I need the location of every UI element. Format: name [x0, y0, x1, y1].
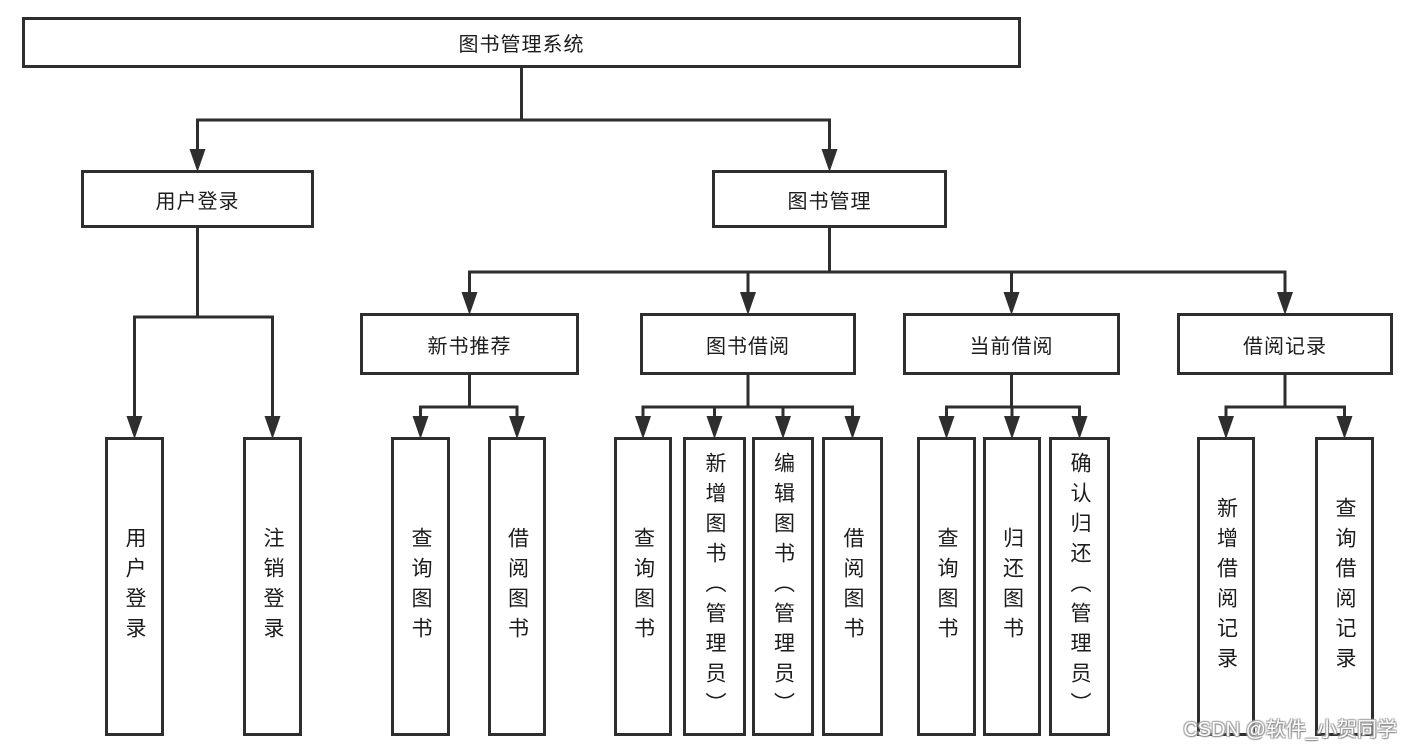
leaf-borrow-borrow-books: 借阅图书	[822, 437, 883, 736]
leaf-current-confirm-return-admin: 确认归还（管理员）	[1049, 437, 1110, 736]
node-current-borrow-label: 当前借阅	[969, 335, 1054, 358]
node-current-borrow: 当前借阅	[903, 313, 1120, 375]
leaf-current-return-books: 归还图书	[983, 437, 1041, 736]
leaf-user-login: 用户登录	[105, 437, 164, 736]
leaf-current-confirm-return-admin-label: 确认归还（管理员）	[1068, 451, 1091, 722]
leaf-borrow-edit-books-admin-label: 编辑图书（管理员）	[771, 451, 795, 722]
leaf-borrow-add-books-admin: 新增图书（管理员）	[683, 437, 746, 736]
node-borrow-records: 借阅记录	[1177, 313, 1393, 375]
leaf-borrow-add-books-admin-label: 新增图书（管理员）	[703, 451, 726, 722]
node-user-login: 用户登录	[81, 170, 314, 228]
leaf-records-query-record-label: 查询借阅记录	[1333, 496, 1356, 677]
leaf-borrow-query-books-label: 查询图书	[631, 526, 655, 647]
leaf-records-add-record-label: 新增借阅记录	[1214, 496, 1238, 677]
leaf-logout-label: 注销登录	[261, 526, 284, 647]
node-user-login-label: 用户登录	[155, 190, 240, 213]
leaf-borrow-edit-books-admin: 编辑图书（管理员）	[752, 437, 814, 736]
leaf-current-query-books: 查询图书	[917, 437, 976, 736]
leaf-newrec-query-books: 查询图书	[391, 437, 450, 736]
csdn-watermark: CSDN @软件_小贺同学	[1183, 713, 1397, 742]
node-book-mgmt: 图书管理	[712, 170, 947, 228]
node-borrow-records-label: 借阅记录	[1243, 335, 1327, 358]
leaf-borrow-borrow-books-label: 借阅图书	[841, 526, 864, 647]
node-new-book-recommend: 新书推荐	[360, 313, 579, 375]
node-root: 图书管理系统	[22, 17, 1021, 68]
node-root-label: 图书管理系统	[458, 34, 585, 56]
node-book-borrow-label: 图书借阅	[706, 335, 790, 358]
leaf-newrec-borrow-books: 借阅图书	[488, 437, 546, 736]
node-new-book-recommend-label: 新书推荐	[427, 335, 512, 358]
leaf-logout: 注销登录	[243, 437, 302, 736]
node-book-borrow: 图书借阅	[640, 313, 856, 375]
csdn-watermark-text: CSDN @软件_小贺同学	[1183, 719, 1397, 741]
leaf-newrec-query-books-label: 查询图书	[409, 526, 432, 647]
leaf-newrec-borrow-books-label: 借阅图书	[505, 526, 529, 647]
node-book-mgmt-label: 图书管理	[787, 190, 872, 213]
leaf-records-add-record: 新增借阅记录	[1197, 437, 1255, 736]
leaf-borrow-query-books: 查询图书	[614, 437, 672, 736]
leaf-current-return-books-label: 归还图书	[1000, 526, 1024, 647]
leaf-records-query-record: 查询借阅记录	[1315, 437, 1374, 736]
leaf-current-query-books-label: 查询图书	[935, 526, 958, 647]
leaf-user-login-label: 用户登录	[123, 526, 146, 647]
